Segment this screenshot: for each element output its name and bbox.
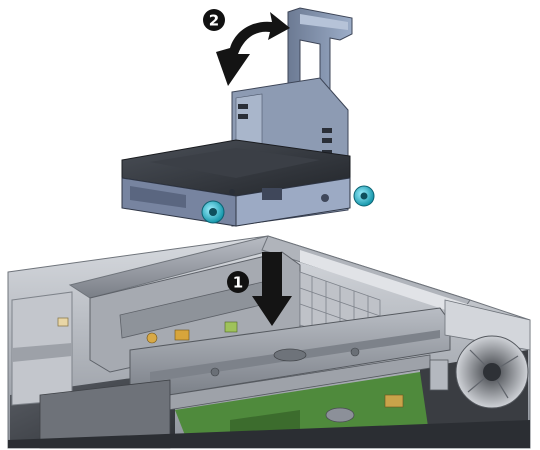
step-1-marker [227, 271, 249, 293]
drive-cage-assembly [121, 7, 375, 227]
step-2-number: 2 [209, 12, 219, 30]
step-2-callout: 2 [203, 9, 290, 86]
step-1-number: 1 [233, 274, 243, 292]
rotate-arrow-icon [216, 12, 290, 86]
step-1-callout: 1 [227, 252, 292, 326]
down-arrow-icon [252, 252, 292, 326]
step-2-marker [203, 9, 225, 31]
